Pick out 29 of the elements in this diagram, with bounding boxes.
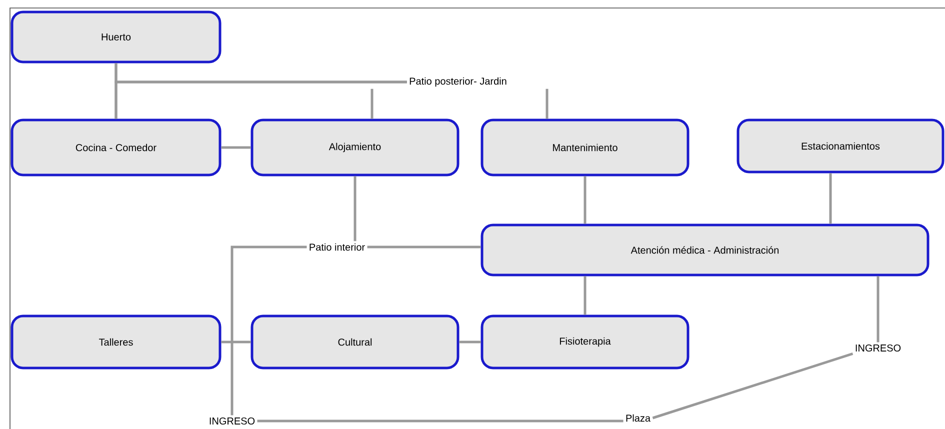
connector-line — [221, 340, 251, 344]
connector-line — [367, 246, 481, 248]
room-box: Talleres — [10, 314, 222, 370]
area-label: INGRESO — [210, 417, 255, 425]
connector-line — [114, 80, 407, 119]
room-box: Atención médica - Administración — [480, 224, 930, 276]
room-box: Alojamiento — [250, 118, 460, 176]
room-box: Mantenimiento — [480, 118, 690, 176]
room-box: Cocina - Comedor — [10, 118, 222, 176]
area-label: Plaza — [626, 414, 651, 422]
connector-line — [221, 146, 251, 149]
connector-line — [257, 420, 624, 422]
connector-line — [584, 276, 586, 315]
room-box: Huerto — [10, 10, 222, 64]
connector-line — [230, 246, 307, 416]
connector-line — [652, 352, 854, 420]
connector-line — [829, 173, 832, 224]
connector-line — [370, 88, 374, 119]
connector-line — [584, 176, 586, 224]
area-label: Patio interior — [310, 243, 365, 251]
connector-line — [546, 88, 548, 119]
room-box: Cultural — [250, 314, 460, 370]
connector-line — [459, 340, 481, 344]
room-box: Estacionamientos — [736, 118, 944, 174]
area-label: Patio posterior- Jardin — [410, 77, 506, 87]
room-box: Fisioterapia — [480, 314, 690, 370]
connector-line — [354, 176, 356, 242]
connector-line — [876, 276, 880, 342]
area-label: INGRESO — [856, 344, 901, 352]
